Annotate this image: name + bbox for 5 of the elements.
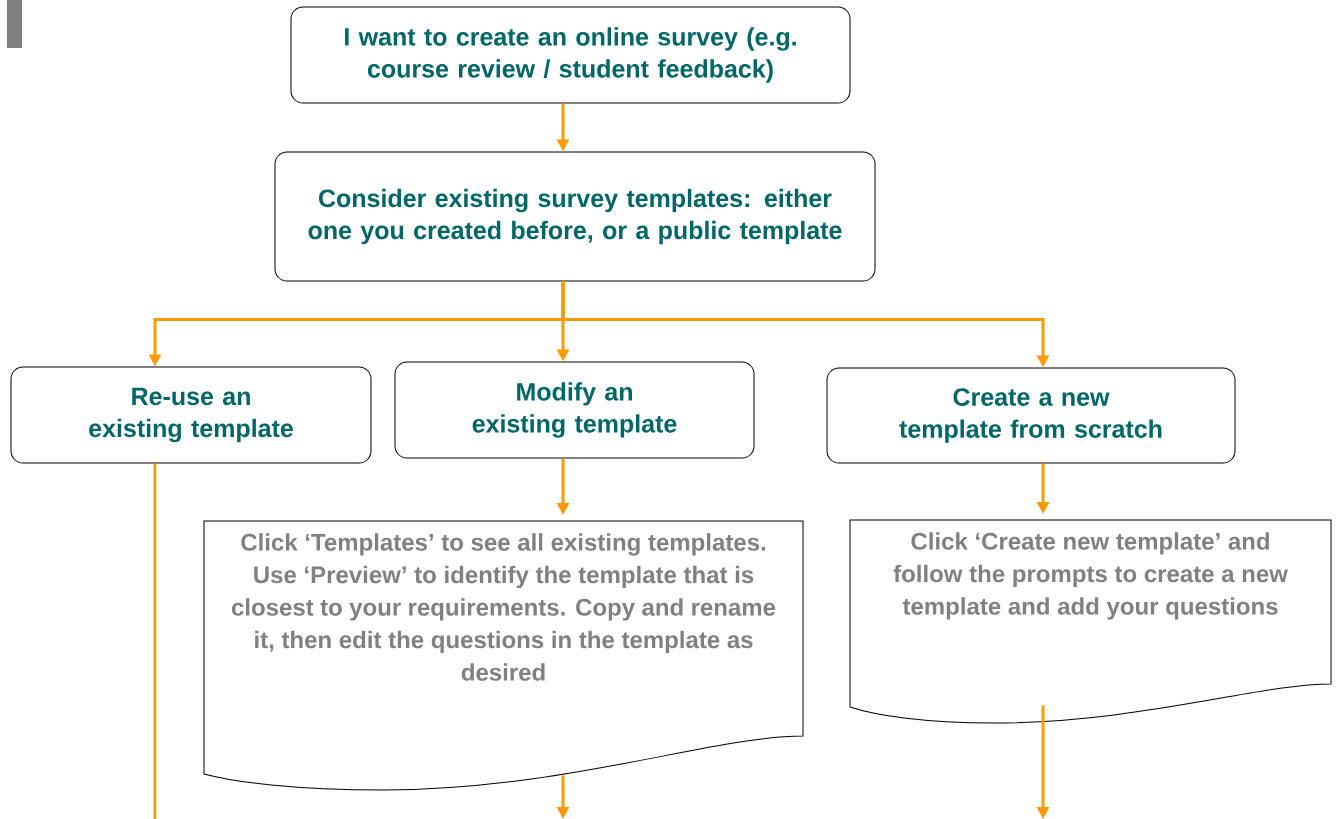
process-box: I want to create an online survey (e.g. course review / student feedback) <box>290 6 851 104</box>
process-box: Re-use an existing template <box>10 366 372 464</box>
process-box: Create a new template from scratch <box>826 367 1236 464</box>
process-box: Modify an existing template <box>394 361 755 459</box>
process-box: Consider existing survey templates: either one you created before, or a public template <box>274 151 876 282</box>
